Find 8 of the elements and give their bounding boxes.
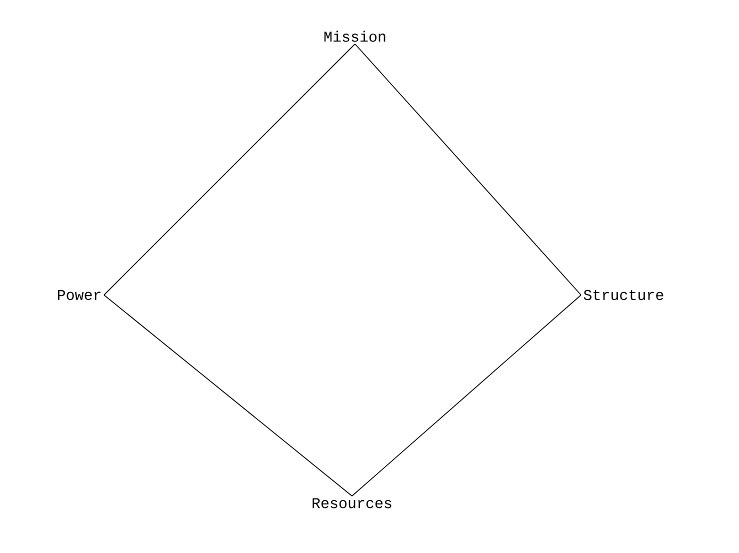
diamond-side-line [104,44,356,296]
corner-label: Structure [584,290,664,300]
corner-label: Power [58,290,100,300]
corner-label: Resources [312,498,392,508]
diamond-side-line [354,44,582,296]
corner-label: Mission [324,30,386,42]
diamond-side-line [104,294,352,496]
diamond-side-line [352,294,582,496]
